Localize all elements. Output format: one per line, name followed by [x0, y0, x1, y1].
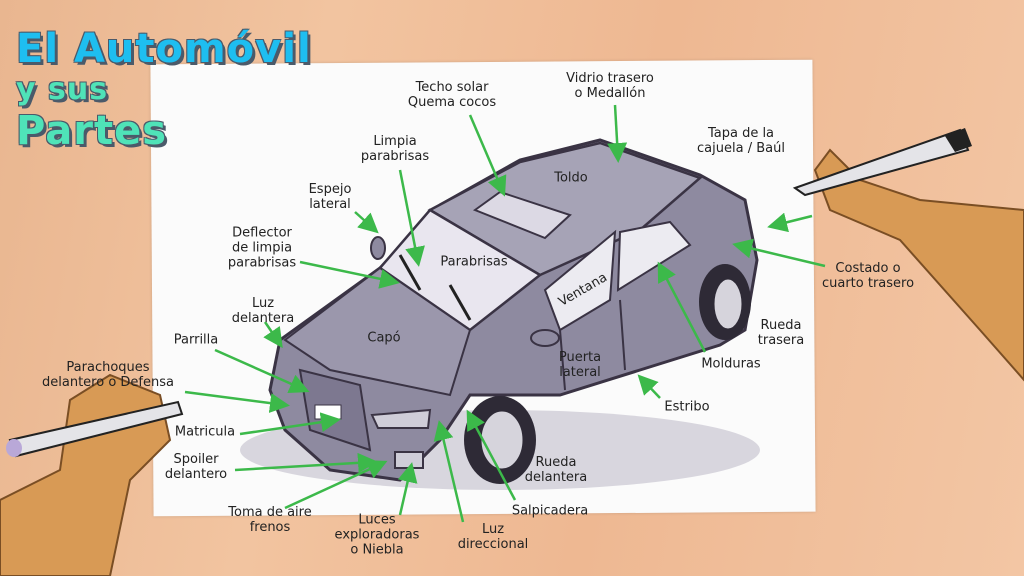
fog-light — [394, 451, 424, 469]
label-vidrio-trasero: Vidrio trasero o Medallón — [566, 71, 654, 101]
label-salpicadera: Salpicadera — [511, 503, 589, 519]
label-molduras: Molduras — [701, 356, 761, 372]
title-line-1: El Automóvil — [16, 26, 312, 72]
right-hand-marker — [792, 128, 1024, 382]
label-toma-aire: Toma de aire frenos — [228, 505, 312, 535]
label-limpia-parabrisas: Limpia parabrisas — [360, 134, 430, 164]
door-lines — [559, 299, 626, 391]
label-puerta: Puerta lateral — [558, 350, 602, 380]
side-mirror-right — [530, 329, 560, 347]
label-luz-delantera: Luz delantera — [231, 296, 295, 326]
label-estribo: Estribo — [664, 399, 710, 415]
sunroof — [472, 190, 572, 240]
label-capo: Capó — [367, 330, 401, 346]
label-deflector: Deflector de limpia parabrisas — [227, 225, 297, 271]
label-parabrisas: Parabrisas — [440, 254, 508, 270]
label-toldo: Toldo — [554, 170, 588, 186]
hood — [283, 266, 472, 397]
label-spoiler: Spoiler delantero — [164, 452, 228, 482]
title-line-2: y sus — [16, 72, 109, 107]
label-tapa-cajuela: Tapa de la cajuela / Baúl — [697, 126, 785, 156]
label-parrilla: Parrilla — [173, 332, 219, 348]
rear-wheel — [699, 264, 751, 340]
label-espejo: Espejo lateral — [308, 182, 352, 212]
wiper-left — [398, 254, 422, 291]
label-luces-niebla: Luces exploradoras o Niebla — [334, 512, 420, 558]
arrows — [184, 104, 826, 523]
label-matricula: Matricula — [174, 424, 236, 440]
left-hand-marker — [0, 373, 184, 576]
label-rueda-trasera: Rueda trasera — [757, 318, 805, 348]
side-window-rear — [616, 220, 692, 292]
label-rueda-delantera: Rueda delantera — [524, 455, 588, 485]
label-techo-solar: Techo solar Quema cocos — [407, 80, 497, 110]
label-costado: Costado o cuarto trasero — [821, 261, 915, 291]
side-mirror — [370, 236, 386, 260]
label-parachoques: Parachoques delantero o Defensa — [42, 360, 174, 390]
license-plate — [314, 404, 342, 420]
headlight — [370, 408, 432, 429]
wiper-right — [448, 284, 472, 321]
title-line-3: Partes — [16, 108, 168, 154]
label-luz-direccional: Luz direccional — [457, 522, 529, 552]
side-window-front — [543, 229, 617, 332]
